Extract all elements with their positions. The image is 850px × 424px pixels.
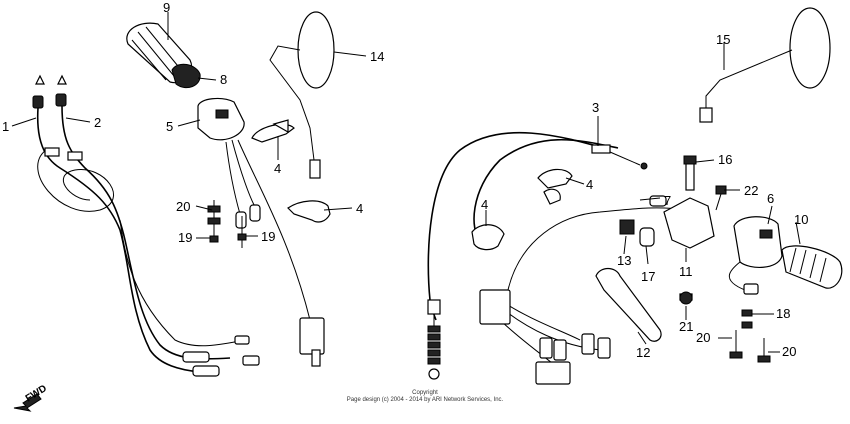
throttle-grip	[126, 22, 201, 89]
right-switch-housing	[728, 216, 783, 295]
cable-clamps-left	[251, 119, 331, 223]
callout-4-left-lower: 4	[356, 201, 363, 216]
brake-lever-bracket	[649, 155, 715, 249]
clutch-cable	[427, 131, 648, 380]
screws-right	[729, 309, 771, 363]
copyright-notice: Copyright Page design (c) 2004 - 2014 by…	[347, 390, 504, 403]
right-mirror	[699, 7, 831, 123]
callout-8: 8	[220, 72, 227, 87]
throttle-cables	[32, 74, 260, 377]
callout-5: 5	[166, 119, 173, 134]
callout-19-left-a: 19	[178, 230, 192, 245]
callout-2: 2	[94, 115, 101, 130]
callout-21: 21	[679, 319, 693, 334]
callout-4-left-upper: 4	[274, 161, 281, 176]
callout-6: 6	[767, 191, 774, 206]
callout-9: 9	[163, 0, 170, 15]
brake-lever	[595, 267, 662, 342]
callout-19-left-b: 19	[261, 229, 275, 244]
callout-20-right-a: 20	[696, 330, 710, 345]
callout-16: 16	[718, 152, 732, 167]
callout-numbers: 1 2 9 8 5 4 4 20 19 19 14 3 4 4 15 16 22…	[2, 0, 808, 360]
arrow-icon	[13, 393, 42, 412]
callout-20-right-b: 20	[782, 344, 796, 359]
cable-clamps-center	[471, 168, 573, 251]
callout-17: 17	[641, 269, 655, 284]
right-switch-wiring	[479, 207, 687, 385]
callout-20-left: 20	[176, 199, 190, 214]
callout-18: 18	[776, 306, 790, 321]
left-mirror	[269, 11, 335, 179]
leader-lines	[11, 12, 801, 353]
callout-3: 3	[592, 100, 599, 115]
callout-15: 15	[716, 32, 730, 47]
callout-22: 22	[744, 183, 758, 198]
callout-4-center-lower: 4	[481, 197, 488, 212]
callout-7: 7	[664, 193, 671, 208]
copyright-line-2: Page design (c) 2004 - 2014 by ARI Netwo…	[347, 397, 504, 403]
small-parts	[619, 185, 727, 305]
callout-1: 1	[2, 119, 9, 134]
callout-14: 14	[370, 49, 384, 64]
callout-11: 11	[679, 264, 693, 279]
callout-13: 13	[617, 253, 631, 268]
callout-10: 10	[794, 212, 808, 227]
right-grip	[781, 245, 843, 289]
callout-12: 12	[636, 345, 650, 360]
callout-4-center-upper: 4	[586, 177, 593, 192]
forward-direction-indicator: FWD	[13, 383, 49, 412]
copyright-line-1: Copyright	[412, 390, 438, 396]
screws-left	[207, 200, 247, 248]
left-switch-housing	[197, 97, 325, 367]
